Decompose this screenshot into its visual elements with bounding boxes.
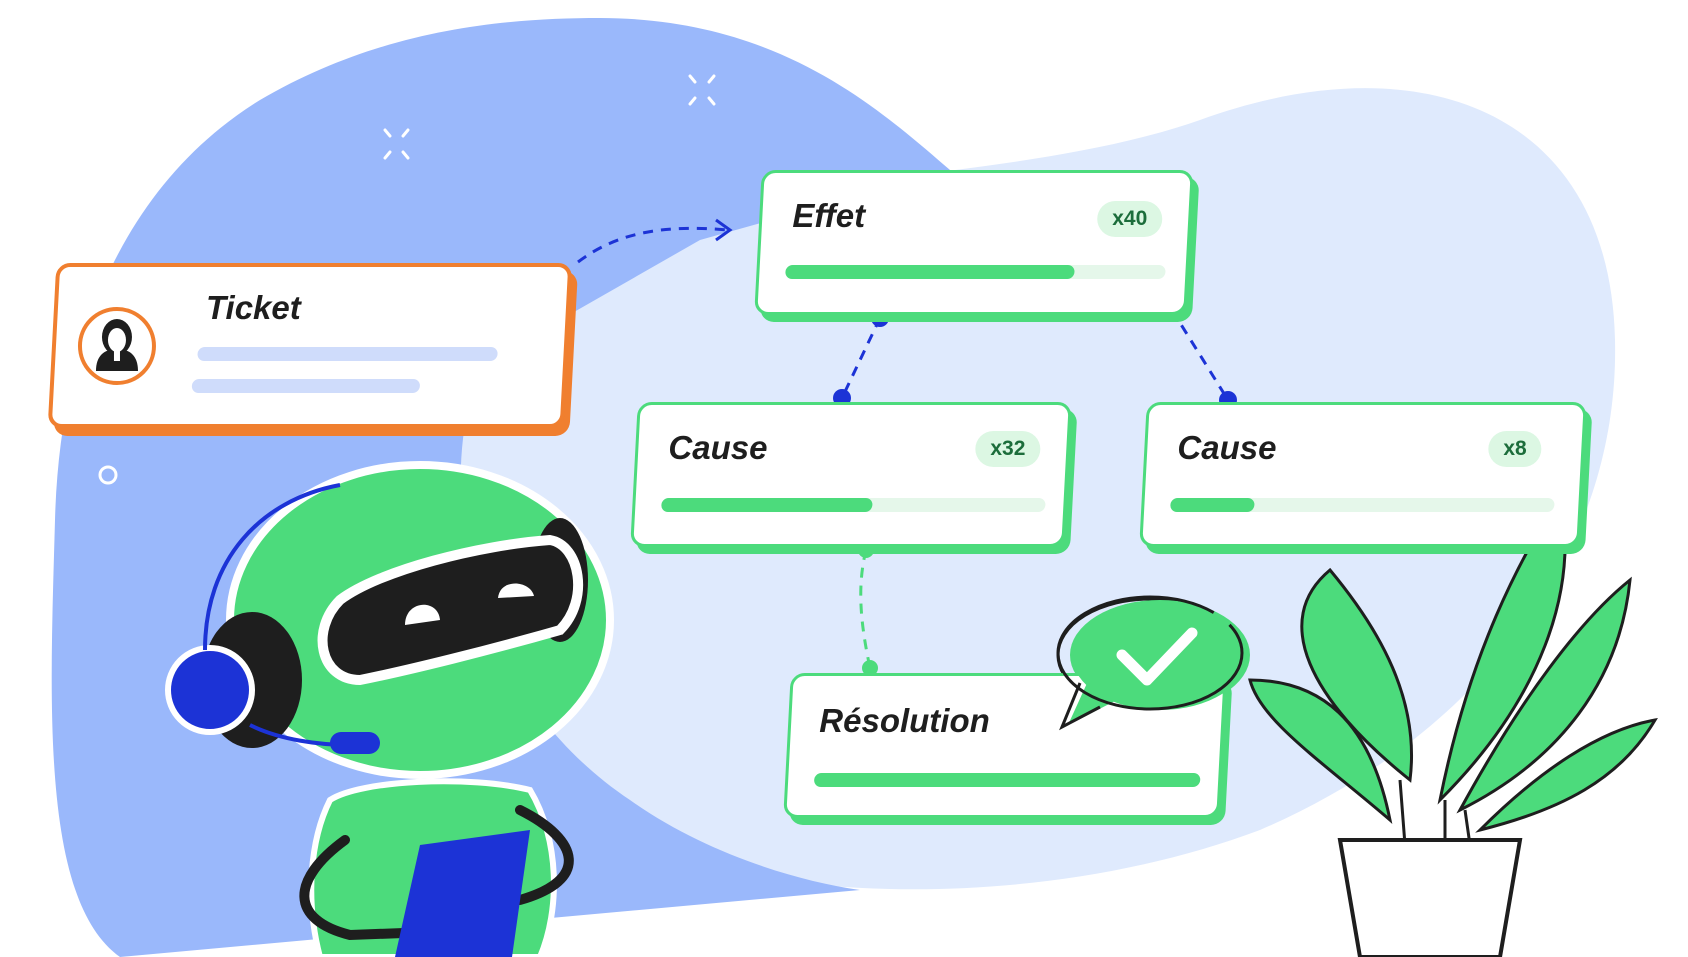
robot-agent <box>165 461 614 957</box>
connector-ticket-effet <box>577 226 729 264</box>
resolution-progress-bar <box>813 773 1201 787</box>
potted-plant <box>1248 491 1658 957</box>
cause-progress-fill <box>661 498 873 512</box>
cause-card-1[interactable]: Cause x32 <box>630 402 1072 547</box>
placeholder-line <box>191 379 421 393</box>
resolution-progress-fill <box>813 773 1201 787</box>
effet-progress-fill <box>785 265 1075 279</box>
cause-progress-fill <box>1170 498 1256 512</box>
cause-progress-bar <box>1170 498 1555 512</box>
small-circle-decoration <box>98 465 118 485</box>
sparkle-icon <box>688 74 716 106</box>
connector-effet-cause-1 <box>840 317 882 399</box>
effet-title: Effet <box>792 197 866 234</box>
effet-progress-bar <box>785 265 1166 279</box>
effet-count-badge: x40 <box>1097 201 1163 237</box>
cause-count-badge: x8 <box>1487 431 1542 467</box>
connector-dot <box>862 660 878 676</box>
resolution-title: Résolution <box>819 702 990 739</box>
arrow-head-icon <box>715 218 733 242</box>
effet-card[interactable]: Effet x40 <box>754 170 1194 315</box>
ticket-card[interactable]: Ticket <box>47 263 573 428</box>
cause-progress-bar <box>661 498 1046 512</box>
cause-count-badge: x32 <box>975 431 1041 467</box>
placeholder-line <box>197 347 498 361</box>
connector-cause-resolution <box>859 549 872 669</box>
cause-title: Cause <box>668 429 768 466</box>
sparkle-icon <box>383 128 410 160</box>
ticket-title: Ticket <box>205 289 301 326</box>
checkmark-bubble-icon <box>1056 595 1248 731</box>
cause-title: Cause <box>1177 429 1277 466</box>
cause-card-2[interactable]: Cause x8 <box>1139 402 1587 547</box>
woman-avatar-icon <box>77 307 156 385</box>
